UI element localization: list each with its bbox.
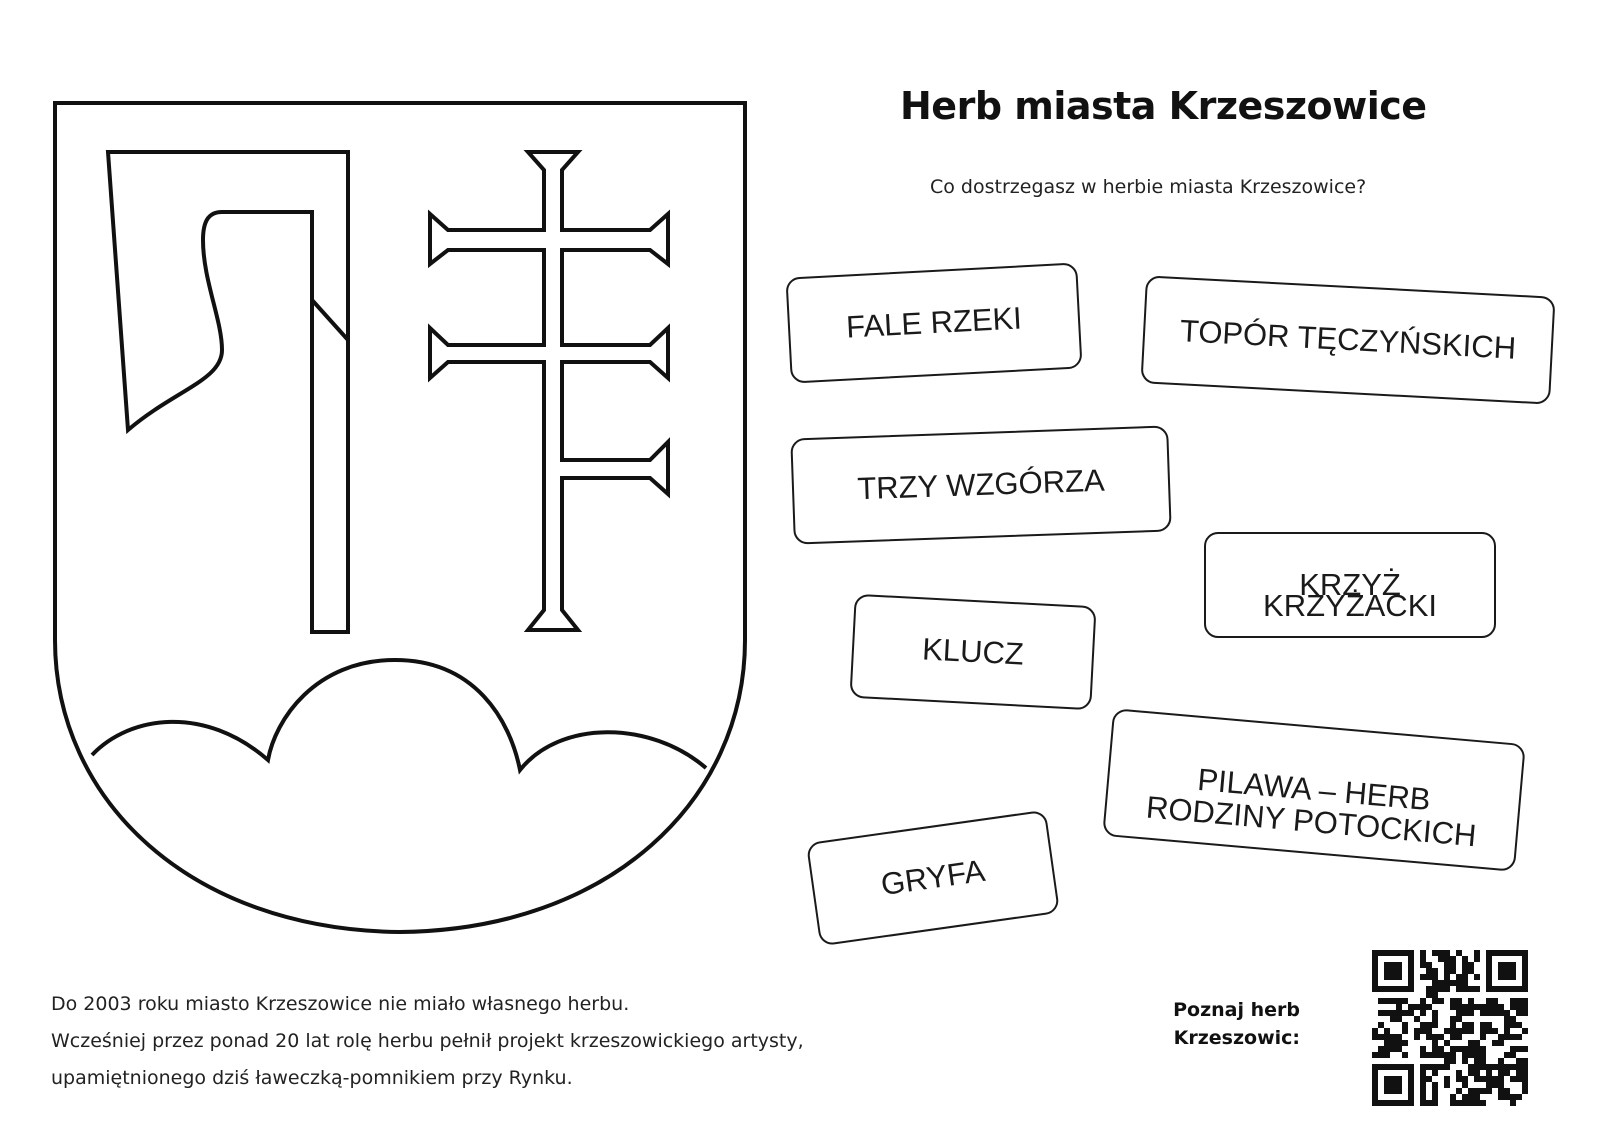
answer-card-pilawa[interactable]: PILAWA – HERB	[1102, 708, 1526, 872]
qr-label: Poznaj herb Krzeszowic:	[1140, 996, 1300, 1052]
qr-label-line: Poznaj herb	[1173, 999, 1300, 1021]
card-label-line-2: KRZYŻACKI	[1263, 588, 1437, 623]
answer-card-klucz[interactable]: KLUCZ	[849, 593, 1097, 711]
answer-card-topor-teczynskich[interactable]: TOPÓR TĘCZYŃSKICH	[1140, 275, 1556, 405]
description-line: Wcześniej przez ponad 20 lat rolę herbu …	[51, 1030, 804, 1052]
description-line: upamiętnionego dziś ławeczką-pomnikiem p…	[51, 1067, 573, 1089]
question-text: Co dostrzegasz w herbie miasta Krzeszowi…	[930, 176, 1367, 198]
card-label: GRYFA	[878, 852, 988, 902]
card-label-line-1: PILAWA – HERB	[1196, 761, 1433, 817]
qr-code-icon[interactable]	[1372, 950, 1528, 1106]
double-cross-icon	[428, 150, 670, 632]
answer-card-trzy-wzgorza[interactable]: TRZY WZGÓRZA	[790, 425, 1172, 545]
card-label: KLUCZ	[921, 631, 1025, 672]
card-label-line-1: KRZYŻ	[1299, 566, 1401, 602]
axe-icon	[105, 150, 350, 634]
card-label: TRZY WZGÓRZA	[856, 462, 1106, 507]
answer-card-krzyz-krzyzacki[interactable]: KRZYŻ KRZYŻACKI	[1204, 532, 1496, 638]
answer-card-gryfa[interactable]: GRYFA	[805, 809, 1061, 947]
three-hills-icon	[90, 657, 708, 775]
description: Do 2003 roku miasto Krzeszowice nie miał…	[51, 986, 951, 1097]
description-line: Do 2003 roku miasto Krzeszowice nie miał…	[51, 993, 630, 1015]
card-label: FALE RZEKI	[845, 300, 1023, 345]
qr-label-line: Krzeszowic:	[1173, 1027, 1300, 1049]
coat-of-arms	[53, 101, 747, 935]
card-label: TOPÓR TĘCZYŃSKICH	[1179, 312, 1517, 366]
answer-card-fale-rzeki[interactable]: FALE RZEKI	[785, 262, 1083, 384]
shield-outline	[53, 101, 747, 935]
page-title: Herb miasta Krzeszowice	[900, 84, 1427, 128]
